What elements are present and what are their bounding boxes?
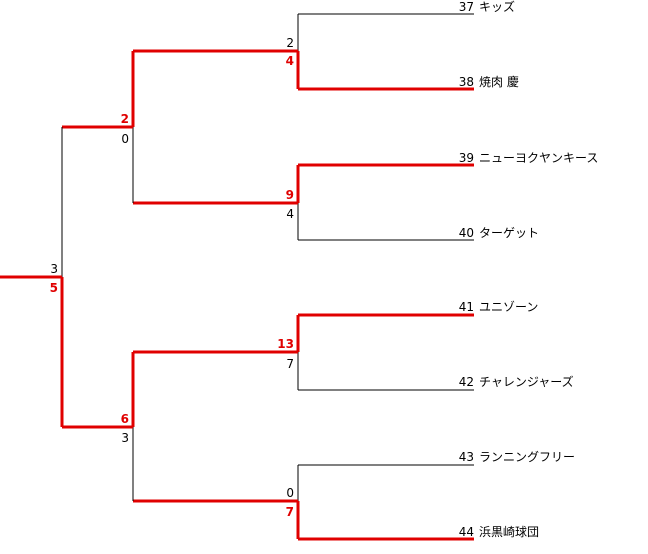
team-name: ターゲット xyxy=(479,226,539,240)
r1-m1-top-score: 2 xyxy=(286,36,294,50)
team-name: ニューヨクヤンキース xyxy=(479,151,598,165)
r2-m2-top-score: 6 xyxy=(121,412,129,426)
team-name: 焼肉 慶 xyxy=(479,75,519,89)
team-slot: 40 ターゲット xyxy=(298,226,539,241)
r1-m4-bottom-score: 7 xyxy=(286,505,294,519)
team-name: チャレンジャーズ xyxy=(479,374,574,389)
team-number: 43 xyxy=(459,450,474,464)
final-bottom-score: 5 xyxy=(50,281,58,295)
r1-m2-top-score: 9 xyxy=(286,188,294,202)
team-slot: 41 ユニゾーン xyxy=(298,300,538,317)
team-slot: 39 ニューヨクヤンキース xyxy=(298,151,598,167)
team-name: 浜黒崎球団 xyxy=(479,525,539,539)
team-number: 42 xyxy=(459,375,474,389)
r2-m2-bottom-score: 3 xyxy=(121,431,129,445)
r1-m1-bottom-score: 4 xyxy=(286,54,294,68)
team-name: キッズ xyxy=(479,0,515,14)
team-slot: 38 焼肉 慶 xyxy=(298,75,519,91)
team-number: 39 xyxy=(459,151,474,165)
team-number: 44 xyxy=(459,525,474,539)
r1-m4-top-score: 0 xyxy=(286,486,294,500)
r1-m3-top-score: 13 xyxy=(277,337,294,351)
team-name: ユニゾーン xyxy=(479,300,538,314)
team-number: 38 xyxy=(459,75,474,89)
r2-m1-top-score: 2 xyxy=(121,112,129,126)
r1-m3-bottom-score: 7 xyxy=(286,357,294,371)
team-number: 40 xyxy=(459,226,474,240)
team-slot: 42 チャレンジャーズ xyxy=(298,374,574,391)
team-slot: 44 浜黒崎球団 xyxy=(298,525,539,541)
r2-m1-bottom-score: 0 xyxy=(121,132,129,146)
team-number: 41 xyxy=(459,300,474,314)
team-name: ランニングフリー xyxy=(479,450,575,464)
team-slot: 37 キッズ xyxy=(298,0,515,15)
r1-m2-bottom-score: 4 xyxy=(286,207,294,221)
team-number: 37 xyxy=(459,0,474,14)
team-slot: 43 ランニングフリー xyxy=(298,450,575,466)
final-top-score: 3 xyxy=(50,262,58,276)
